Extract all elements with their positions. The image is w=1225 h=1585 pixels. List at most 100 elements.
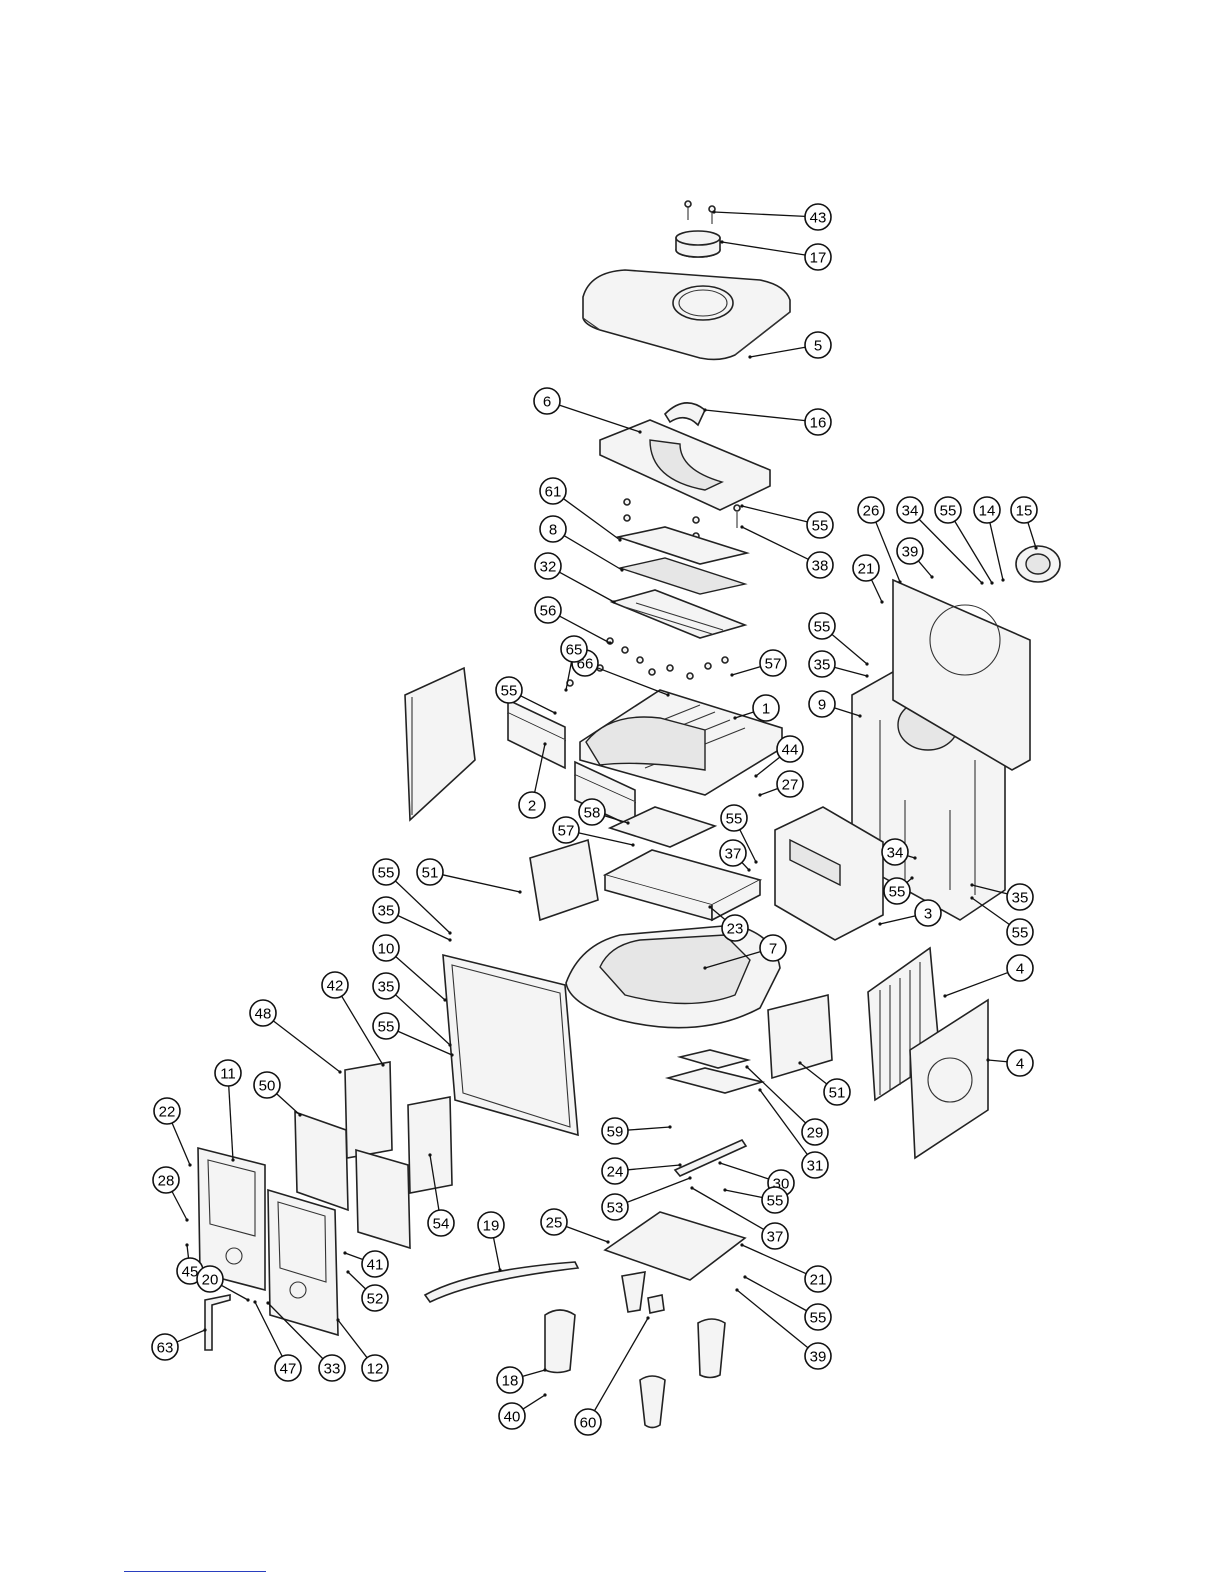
callout-leader-tip [606,1240,609,1243]
door-seal-50a [295,1112,348,1210]
callout-number: 6 [543,394,551,411]
callout-number: 20 [202,1272,219,1289]
callout-leader [627,1178,690,1202]
part-callout: 57 [760,650,786,676]
callout-number: 35 [1012,890,1029,907]
callout-leader-tip [910,876,913,879]
callout-number: 59 [607,1124,624,1141]
part-callout: 22 [154,1098,180,1124]
part-callout: 35 [373,973,399,999]
callout-leader-tip [913,856,916,859]
part-callout: 11 [215,1060,241,1086]
part-callout: 15 [1011,497,1037,523]
callout-leader [692,1188,764,1229]
callout-number: 65 [566,642,583,659]
callout-leader [594,1318,648,1411]
callout-number: 14 [979,503,996,520]
callout-number: 41 [367,1257,384,1274]
part-callout: 17 [805,244,831,270]
callout-number: 40 [504,1409,521,1426]
callout-leader [918,561,932,577]
callout-leader-tip [620,568,623,571]
spigot-plate [1016,546,1060,582]
callout-leader-tip [930,575,933,578]
part-callout: 35 [373,897,399,923]
callout-leader-tip [740,1243,743,1246]
part-callout: 65 [561,636,587,662]
callout-number: 55 [940,503,957,520]
callout-number: 42 [327,978,344,995]
callout-leader-tip [298,1113,301,1116]
part-callout: 9 [809,691,835,717]
part-callout: 7 [760,935,786,961]
part-callout: 3 [915,900,941,926]
callout-leader [522,1370,545,1376]
callout-leader-tip [754,774,757,777]
callout-number: 27 [782,777,799,794]
callout-leader-tip [898,580,901,583]
part-callout: 5 [805,332,831,358]
callout-leader-tip [798,1061,801,1064]
callout-leader [559,572,614,602]
callout-number: 4 [1016,961,1024,978]
part-callout: 55 [373,1013,399,1039]
part-callout: 47 [275,1355,301,1381]
callout-number: 48 [255,1006,272,1023]
part-callout: 16 [805,409,831,435]
callout-number: 17 [810,250,827,267]
callout-number: 55 [378,865,395,882]
callout-number: 11 [220,1066,236,1083]
callout-leader-tip [231,1158,234,1161]
callout-leader [396,995,450,1045]
side-panels-4 [868,948,988,1158]
baffle-plate-upper [618,527,747,564]
callout-number: 24 [607,1164,624,1181]
part-callout: 55 [809,613,835,639]
callout-leader-tip [754,860,757,863]
part-callout: 8 [540,516,566,542]
callout-leader [628,1127,670,1130]
leg-front-left [545,1310,575,1373]
part-callout: 39 [897,538,923,564]
callout-leader [832,634,867,664]
callout-number: 55 [812,518,829,535]
callout-leader-tip [880,600,883,603]
callout-leader [737,1290,808,1348]
door-seal-50b [356,1150,410,1248]
callout-leader-tip [668,1125,671,1128]
part-callout: 42 [322,972,348,998]
callout-number: 28 [158,1173,175,1190]
callout-number: 21 [810,1272,827,1289]
callout-leader-tip [743,1275,746,1278]
callout-leader-tip [618,538,621,541]
part-callout: 32 [535,553,561,579]
callout-leader-tip [758,1088,761,1091]
callout-number: 33 [324,1361,341,1378]
callout-number: 35 [378,979,395,996]
callout-leader-tip [612,600,615,603]
callout-number: 35 [814,657,831,674]
callout-leader [563,499,620,540]
throat-plate-31 [668,1068,762,1093]
callout-leader-tip [338,1070,341,1073]
callout-leader [628,1165,680,1170]
part-callout: 10 [373,935,399,961]
callout-number: 18 [502,1373,519,1390]
part-callout: 12 [362,1355,388,1381]
callout-leader-tip [336,1318,339,1321]
callout-number: 9 [818,697,826,714]
callout-number: 57 [765,656,782,673]
callout-leader [229,1086,233,1160]
part-callout: 55 [496,677,522,703]
callout-leader [172,1192,187,1220]
callout-number: 3 [924,906,932,923]
flue-collar [676,231,720,257]
top-frame [600,420,770,510]
part-callout: 26 [858,497,884,523]
callout-number: 22 [159,1104,176,1121]
callout-number: 12 [367,1361,384,1378]
callout-number: 7 [769,941,777,958]
callout-leader [742,527,808,559]
callout-leader-tip [733,716,736,719]
bottom-plate [605,1212,745,1280]
